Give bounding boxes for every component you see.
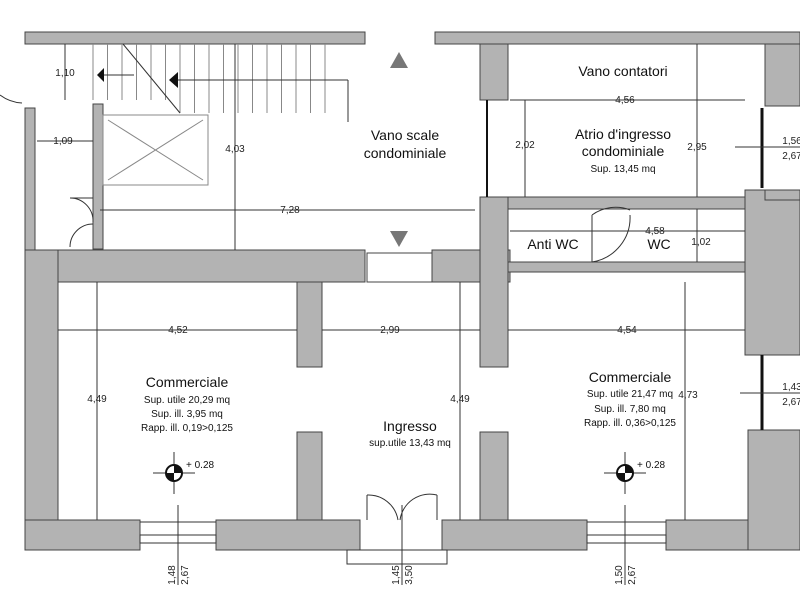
room-label-wc: WC [647, 236, 670, 252]
down-arrow-icon [390, 231, 408, 247]
windows [139, 100, 764, 544]
dimension-label: 1,09 [53, 136, 73, 147]
room-label-stairwell: Vano scale [371, 127, 439, 143]
dimension-label: 1,10 [55, 68, 75, 79]
dimension-label: 1,02 [691, 237, 711, 248]
room-label-entrance: Ingresso [383, 418, 437, 434]
dimension-label: 3,50 [404, 565, 415, 585]
room-label-meter-room: Vano contatori [578, 63, 667, 79]
dimension-label: 4,54 [617, 325, 637, 336]
room-lit-area: Sup. ill. 7,80 mq [594, 404, 666, 415]
room-label-commercial-right: Commerciale [589, 369, 672, 385]
walls [24, 31, 800, 551]
dimension-label: 2,67 [782, 397, 800, 408]
room-label-commercial-left: Commerciale [146, 374, 229, 390]
dimension-label: 2,95 [687, 142, 707, 153]
room-label-stairwell-2: condominiale [364, 145, 447, 161]
dimension-label: 2,02 [515, 140, 535, 151]
doors [0, 94, 631, 565]
dimension-label: 4,49 [87, 394, 107, 405]
room-label-atrium-2: condominiale [582, 143, 665, 159]
dimension-label: 4,03 [225, 144, 245, 155]
room-label-atrium: Atrio d'ingresso [575, 126, 671, 142]
dimension-label: 7,28 [280, 205, 300, 216]
room-lit-area: Sup. ill. 3,95 mq [151, 409, 223, 420]
dimension-label: 4,56 [615, 95, 635, 106]
up-arrow-icon [390, 52, 408, 68]
dimension-label: 1,43 [782, 382, 800, 393]
dimension-label: 2,67 [180, 565, 191, 585]
dimension-label: 4,52 [168, 325, 188, 336]
dimension-label: 2,67 [782, 151, 800, 162]
arrow-left-icon [97, 68, 104, 82]
level-label: + 0.28 [186, 460, 215, 471]
room-area: Sup. utile 21,47 mq [587, 389, 673, 400]
level-marker-left: + 0.28 [153, 452, 215, 494]
dimension-label: 1,56 [782, 136, 800, 147]
room-area: sup.utile 13,43 mq [369, 438, 451, 449]
staircase [92, 43, 408, 247]
room-area: Sup. utile 20,29 mq [144, 395, 230, 406]
dimension-label: 1,45 [391, 565, 402, 585]
dimension-label: 2,67 [627, 565, 638, 585]
dimension-label: 4,49 [450, 394, 470, 405]
dimension-label: 2,99 [380, 325, 400, 336]
dimension-label: 1,48 [167, 565, 178, 585]
dimension-label: 1,50 [614, 565, 625, 585]
room-ratio: Rapp. ill. 0,19>0,125 [141, 423, 233, 434]
room-ratio: Rapp. ill. 0,36>0,125 [584, 418, 676, 429]
dimension-lines [37, 44, 800, 585]
room-label-anti-wc: Anti WC [527, 236, 578, 252]
dimension-label: 4,73 [678, 390, 698, 401]
dimension-label: 4,58 [645, 226, 665, 237]
level-marker-right: + 0.28 [604, 452, 666, 494]
arrow-left-icon [169, 72, 178, 88]
level-label: + 0.28 [637, 460, 666, 471]
room-area-atrium: Sup. 13,45 mq [590, 164, 655, 175]
